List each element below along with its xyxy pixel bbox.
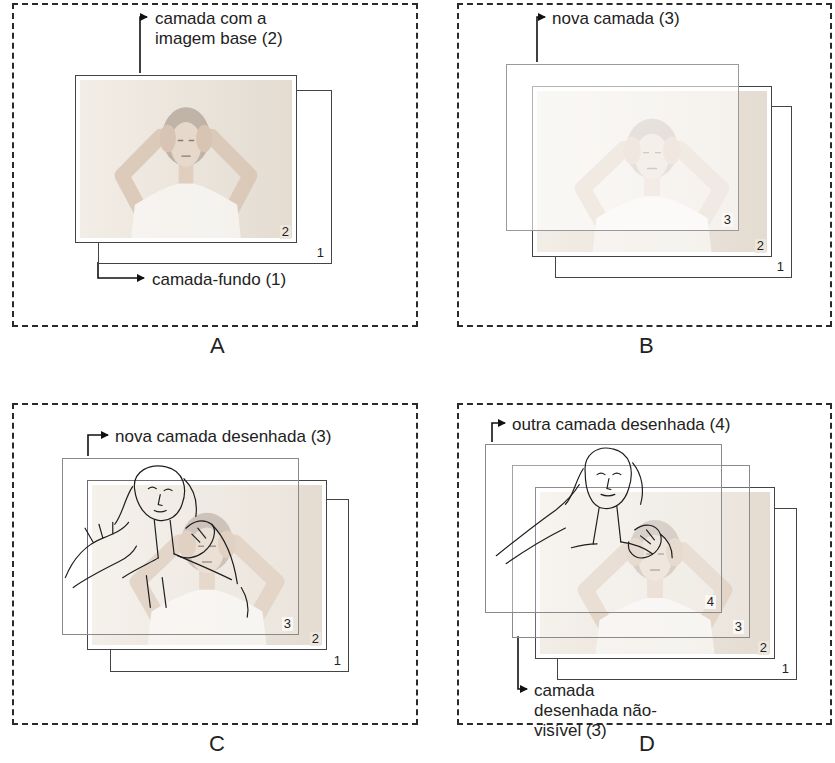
figure-panel: outra camada desenhada (4)camada desenha…: [457, 403, 832, 725]
photo-image: [80, 80, 292, 238]
layer-number: 2: [755, 239, 766, 253]
leader-arrow: [537, 17, 545, 62]
callout-label: camada com a imagem base (2): [155, 9, 305, 49]
leader-arrow: [98, 262, 144, 278]
figure-panel: camada com a imagem base (2) camada-fundo…: [12, 3, 418, 327]
layer-sheet: 3: [506, 64, 739, 231]
layer-number: 2: [280, 225, 291, 239]
figure-panel: nova camada (3)B123: [457, 3, 832, 327]
leader-arrow: [88, 435, 108, 456]
layer-number: 1: [780, 662, 791, 676]
layer-number: 3: [733, 620, 744, 634]
layer-number: 4: [705, 595, 716, 609]
panel-letter: C: [209, 731, 225, 757]
callout-label: nova camada desenhada (3): [115, 427, 331, 447]
leader-arrow: [140, 17, 147, 73]
callout-label: nova camada (3): [552, 9, 680, 29]
layer-number: 1: [315, 246, 326, 260]
figure-panel: nova camada desenhada (3)C123: [12, 403, 418, 725]
layer-sheet: 2: [75, 75, 297, 243]
callout-label: outra camada desenhada (4): [512, 415, 730, 435]
leader-arrow: [518, 636, 527, 689]
callout-label: camada-fundo (1): [152, 270, 286, 290]
layer-number: 2: [310, 632, 321, 646]
panel-letter: A: [210, 333, 225, 359]
layer-number: 2: [758, 641, 769, 655]
panel-letter: B: [639, 333, 654, 359]
layer-number: 1: [332, 654, 343, 668]
leader-arrow: [492, 423, 505, 442]
sketch-drawing: [63, 459, 298, 634]
layer-number: 3: [722, 213, 733, 227]
layer-sheet: 4: [485, 444, 722, 613]
panel-letter: D: [639, 731, 655, 757]
layer-number: 1: [775, 260, 786, 274]
layer-number: 3: [282, 617, 293, 631]
layer-sheet: 3: [62, 458, 299, 635]
sketch-drawing: [486, 445, 721, 612]
